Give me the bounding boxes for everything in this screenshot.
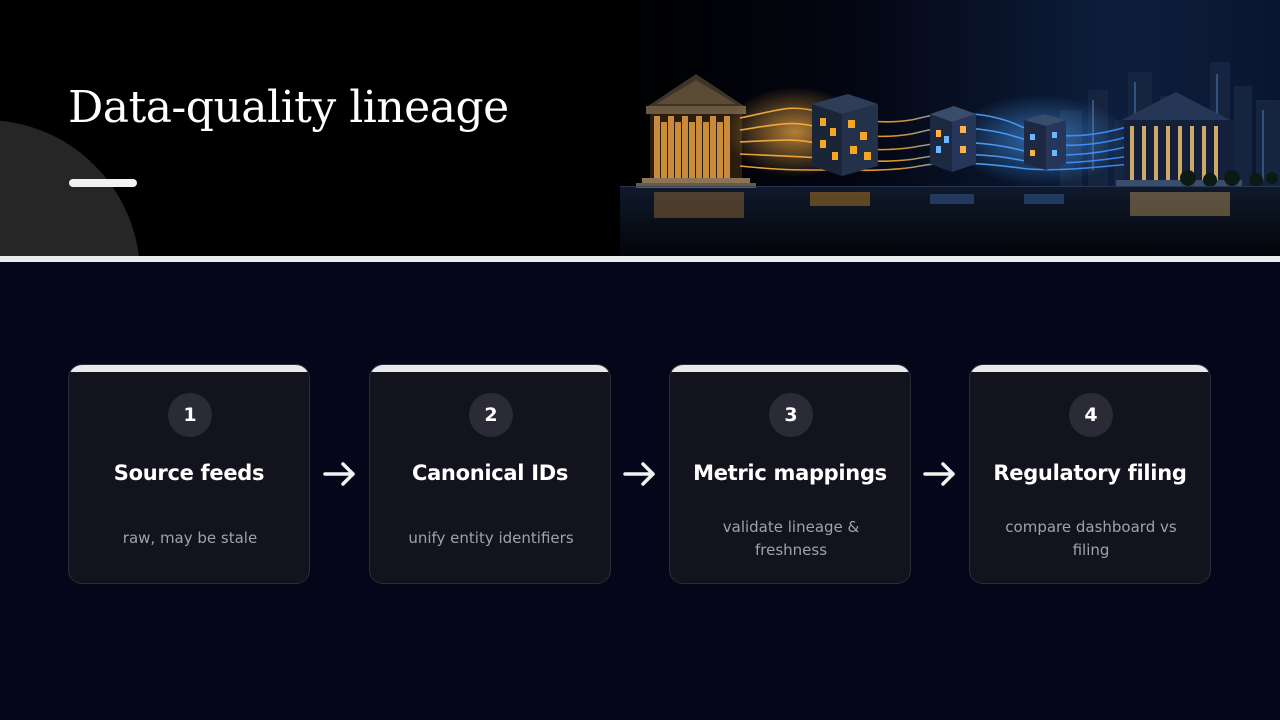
arrow-right-icon — [623, 462, 655, 486]
arrow-right-icon — [923, 462, 955, 486]
step-title: Canonical IDs — [411, 461, 569, 485]
card-accent-bar — [670, 365, 910, 372]
arrow-right-icon — [323, 462, 355, 486]
title-underline — [69, 179, 137, 187]
header-banner: Data-quality lineage — [0, 0, 1280, 256]
step-description: unify entity identifiers — [408, 529, 574, 547]
card-accent-bar — [69, 365, 309, 372]
step-number: 1 — [168, 393, 212, 437]
step-number: 4 — [1069, 393, 1113, 437]
page-title: Data-quality lineage — [68, 82, 509, 133]
step-description: validate lineage & freshness — [722, 518, 860, 559]
card-accent-bar — [970, 365, 1210, 372]
step-number: 3 — [769, 393, 813, 437]
step-description: compare dashboard vs filing — [1005, 518, 1177, 559]
hero-illustration — [620, 0, 1280, 256]
step-description: raw, may be stale — [122, 529, 258, 547]
step-title: Regulatory filing — [993, 461, 1187, 485]
card-accent-bar — [370, 365, 610, 372]
header-divider — [0, 256, 1280, 262]
step-number: 2 — [469, 393, 513, 437]
decorative-circle — [0, 120, 140, 256]
step-title: Metric mappings — [693, 461, 887, 485]
step-title: Source feeds — [113, 461, 265, 485]
